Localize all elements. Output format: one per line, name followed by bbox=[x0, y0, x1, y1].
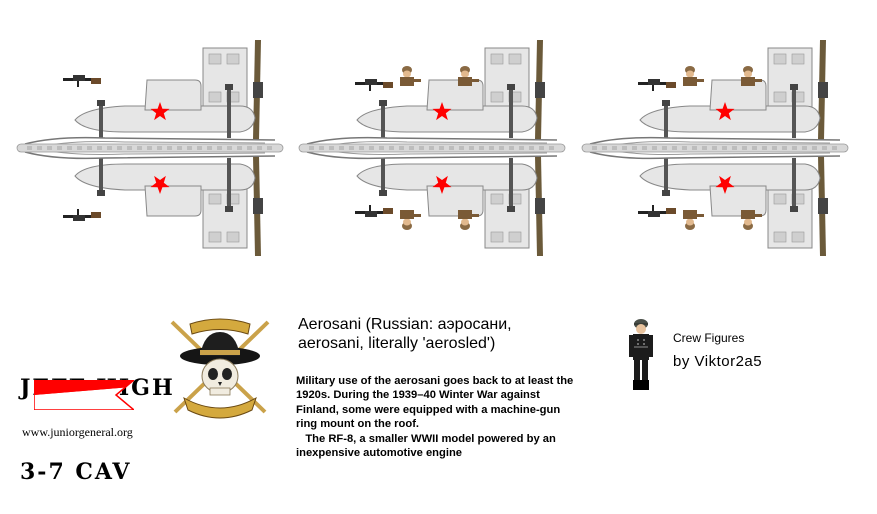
description-line: Military use of the aerosani goes back t… bbox=[296, 375, 574, 387]
crew-gunner-icon bbox=[683, 66, 704, 86]
red-star-icon bbox=[715, 102, 735, 121]
crew-gunner-icon bbox=[458, 210, 479, 230]
crew-gunner-icon bbox=[400, 210, 421, 230]
soldier-figure-icon bbox=[629, 319, 653, 390]
machine-gun-icon bbox=[355, 205, 393, 217]
crew-figures-author: by Viktor2a5 bbox=[673, 353, 763, 370]
red-star-icon bbox=[715, 175, 735, 194]
aerosani-heading: Aerosani (Russian: аэросани, aerosani, l… bbox=[298, 315, 598, 353]
machine-gun-icon bbox=[638, 205, 676, 217]
crew-gunner-icon bbox=[458, 66, 479, 86]
description-line: ring mount on the roof. bbox=[296, 418, 420, 431]
pennant-flag-icon bbox=[34, 380, 134, 410]
red-star-icon bbox=[432, 102, 452, 121]
propeller-icon bbox=[818, 156, 828, 256]
propeller-icon bbox=[535, 156, 545, 256]
propeller-icon bbox=[818, 40, 828, 140]
aerosani-sprite bbox=[298, 40, 566, 256]
fold-line-bar bbox=[16, 143, 284, 153]
aerosani-sled-1 bbox=[15, 40, 290, 280]
red-star-icon bbox=[150, 102, 170, 121]
crew-gunner-icon bbox=[741, 66, 762, 86]
cavalry-skull-icon bbox=[170, 318, 270, 419]
crew-gunner-icon bbox=[741, 210, 762, 230]
website-link[interactable]: www.juniorgeneral.org bbox=[22, 425, 133, 439]
description-line: Finland, some were equipped with a machi… bbox=[296, 403, 561, 416]
aerosani-top-view bbox=[24, 40, 276, 147]
fold-line-bar bbox=[581, 143, 849, 153]
machine-gun-icon bbox=[355, 79, 393, 91]
unit-title: JEFF HIGH 3-7 CAV bbox=[20, 318, 175, 514]
propeller-icon bbox=[535, 40, 545, 140]
fold-line-bar bbox=[298, 143, 566, 153]
aerosani-top-view bbox=[306, 40, 558, 147]
aerosani-bottom-view bbox=[306, 149, 558, 256]
crew-gunner-icon bbox=[400, 66, 421, 86]
aerosani-sprite bbox=[16, 40, 284, 256]
description-line: The RF-8, a smaller WWII model powered b… bbox=[296, 432, 556, 445]
aerosani-sprite bbox=[581, 40, 849, 256]
description-line: inexpensive automotive engine bbox=[296, 447, 462, 460]
heading-line2: aerosani, literally 'aerosled') bbox=[298, 335, 496, 352]
propeller-icon bbox=[253, 156, 263, 256]
aerosani-description: Military use of the aerosani goes back t… bbox=[296, 374, 606, 460]
heading-line1: Aerosani (Russian: аэросани, bbox=[298, 316, 512, 333]
crew-gunner-icon bbox=[683, 210, 704, 230]
description-line: 1920s. During the 1939–40 Winter War aga… bbox=[296, 389, 540, 402]
unit-title-line2: 3-7 CAV bbox=[20, 459, 132, 485]
red-star-icon bbox=[150, 175, 170, 194]
crew-figures-title: Crew Figures bbox=[673, 331, 745, 345]
propeller-icon bbox=[253, 40, 263, 140]
red-star-icon bbox=[432, 175, 452, 194]
machine-gun-icon bbox=[63, 209, 101, 221]
aerosani-top-view bbox=[589, 40, 841, 147]
aerosani-sled-2 bbox=[297, 40, 572, 280]
aerosani-bottom-view bbox=[24, 149, 276, 256]
machine-gun-icon bbox=[638, 79, 676, 91]
machine-gun-icon bbox=[63, 75, 101, 87]
aerosani-sled-3 bbox=[580, 40, 855, 280]
aerosani-bottom-view bbox=[589, 149, 841, 256]
